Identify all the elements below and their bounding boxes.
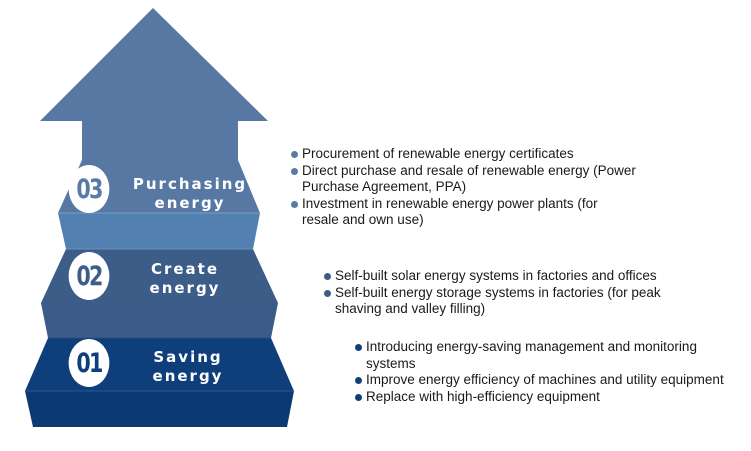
list-item: Direct purchase and resale of renewable … [291, 163, 636, 196]
bullet-icon [355, 393, 362, 401]
list-item-text: Investment in renewable energy power pla… [302, 195, 598, 228]
tier1-label-line1: Saving [153, 348, 223, 366]
tier1-front [25, 391, 294, 427]
bullet-icon [355, 344, 362, 351]
tier1-label-line2: energy [152, 367, 224, 385]
bullet-icon [291, 151, 298, 158]
list-item-text: Direct purchase and resale of renewable … [302, 162, 636, 195]
bullet-icon [324, 273, 331, 280]
purchasing-energy-list: Procurement of renewable energy certific… [291, 146, 636, 229]
bullet-icon [291, 167, 298, 175]
list-item-text: Replace with high-efficiency equipment [366, 388, 600, 404]
list-item: Investment in renewable energy power pla… [291, 196, 636, 229]
tier2-label-line1: Create [150, 260, 220, 278]
tier3-label-line2: energy [154, 194, 226, 212]
tier2-number-badge: 02 [68, 252, 110, 300]
tier2-label-line2: energy [149, 279, 221, 297]
list-item-text: Improve energy efficiency of machines an… [366, 372, 724, 387]
list-item: Self-built energy storage systems in fac… [324, 285, 699, 318]
bullet-icon [291, 200, 298, 208]
tier2-front [41, 303, 278, 338]
tier3-label-line1: Purchasing [132, 175, 248, 193]
list-item: Improve energy efficiency of machines an… [355, 372, 747, 389]
list-item-text: Introducing energy-saving management and… [366, 339, 697, 371]
create-energy-list: Self-built solar energy systems in facto… [324, 268, 699, 318]
list-item-text: Procurement of renewable energy certific… [302, 146, 574, 161]
bullet-icon [355, 377, 362, 384]
list-item: Replace with high-efficiency equipment [355, 389, 747, 406]
list-item-text: Self-built solar energy systems in facto… [335, 268, 657, 283]
arrow-head-and-shaft [40, 8, 268, 213]
list-item: Procurement of renewable energy certific… [291, 146, 636, 163]
tier3-number-badge: 03 [68, 165, 110, 213]
tier3-front [58, 213, 260, 249]
saving-energy-list: Introducing energy-saving management and… [355, 339, 747, 405]
tier1-number-badge: 01 [68, 339, 110, 387]
bullet-icon [324, 289, 331, 297]
list-item: Self-built solar energy systems in facto… [324, 268, 699, 285]
list-item: Introducing energy-saving management and… [355, 339, 747, 372]
list-item-text: Self-built energy storage systems in fac… [335, 284, 661, 317]
